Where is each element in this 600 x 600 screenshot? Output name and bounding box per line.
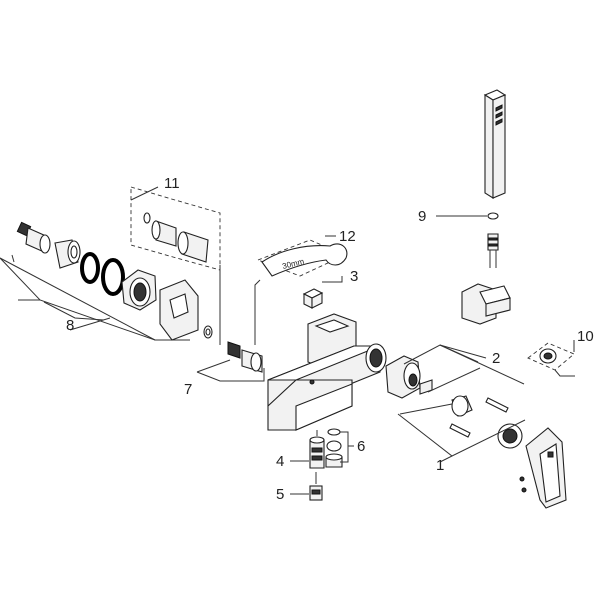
part-group-5: 5 bbox=[276, 472, 323, 503]
cap-part-3 bbox=[302, 288, 324, 309]
part-group-2: 2 bbox=[385, 344, 525, 438]
part-group-10: 10 bbox=[527, 328, 594, 377]
hand-shower-part bbox=[483, 89, 507, 199]
part-group-9: 9 bbox=[418, 89, 511, 325]
part-group-12: 30mm 12 bbox=[254, 228, 356, 345]
screw-parts-2 bbox=[449, 397, 509, 438]
cartridge-part bbox=[385, 355, 433, 399]
callout-5: 5 bbox=[276, 486, 284, 503]
callout-2: 2 bbox=[492, 350, 500, 367]
nut-part bbox=[54, 239, 81, 269]
callout-4: 4 bbox=[276, 453, 284, 470]
square-escutcheon-part bbox=[159, 279, 199, 341]
aerator-part-5 bbox=[309, 485, 323, 501]
callout-3: 3 bbox=[350, 268, 358, 285]
hose-connector-part bbox=[16, 221, 51, 254]
seal-parts-6 bbox=[325, 428, 343, 468]
part-group-4: 4 bbox=[276, 430, 325, 470]
hose-washer-part bbox=[487, 212, 499, 220]
part-group-8: 8 bbox=[0, 221, 213, 341]
callout-12: 12 bbox=[339, 228, 356, 245]
lever-handle-part bbox=[525, 427, 567, 509]
shower-hose-part bbox=[487, 233, 499, 268]
wall-bracket-part bbox=[461, 283, 511, 325]
threaded-ring-part bbox=[121, 269, 157, 311]
callout-1: 1 bbox=[436, 457, 444, 474]
set-screws-part bbox=[519, 476, 527, 493]
o-ring-large bbox=[101, 258, 125, 296]
mixer-body bbox=[267, 313, 387, 431]
disc-part-2 bbox=[451, 395, 473, 417]
part-group-11: 11 bbox=[130, 175, 221, 345]
callout-7: 7 bbox=[184, 381, 192, 398]
diverter-part-4 bbox=[309, 436, 325, 469]
callout-11: 11 bbox=[164, 175, 180, 192]
part-group-7: 7 bbox=[184, 341, 265, 398]
o-ring-small bbox=[80, 252, 100, 284]
adapter-part-11 bbox=[143, 212, 209, 263]
cover-disc-part-10 bbox=[539, 348, 557, 364]
part-group-1: 1 bbox=[397, 413, 567, 509]
part-group-3: 3 bbox=[302, 268, 358, 309]
fitting-part-7 bbox=[227, 341, 263, 373]
wrench-tool: 30mm bbox=[261, 243, 348, 277]
callout-9: 9 bbox=[418, 208, 426, 225]
callout-6: 6 bbox=[357, 438, 365, 455]
callout-8: 8 bbox=[66, 317, 74, 334]
part-group-6: 6 bbox=[325, 428, 365, 468]
callout-10: 10 bbox=[577, 328, 594, 345]
